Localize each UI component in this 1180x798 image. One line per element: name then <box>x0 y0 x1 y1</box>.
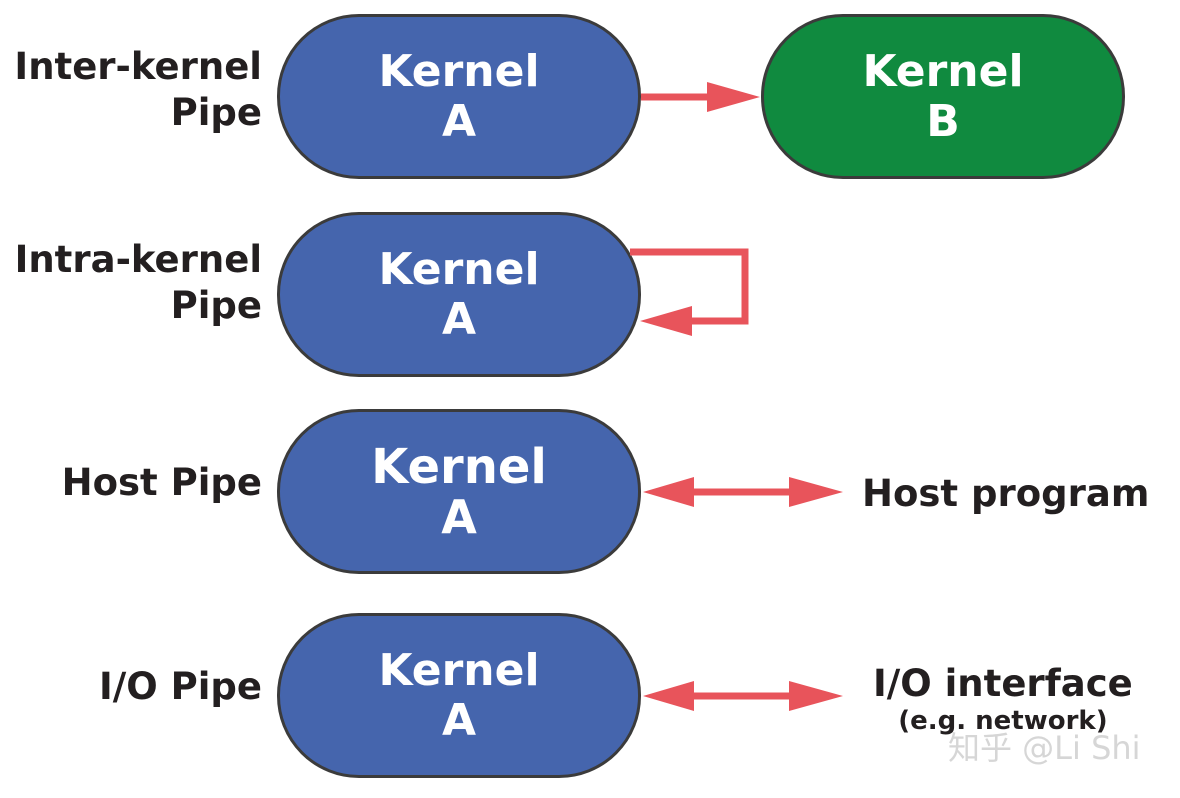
kernel-b-node: Kernel B <box>761 14 1125 179</box>
kernel-letter: A <box>441 95 477 147</box>
kernel-name: Kernel <box>862 45 1024 97</box>
kernel-name: Kernel <box>378 243 540 295</box>
kernel-letter: A <box>441 489 477 544</box>
row-label-line1: Host Pipe <box>61 461 262 504</box>
kernel-a-node: Kernel A <box>277 212 641 377</box>
endpoint-sublabel: (e.g. network) <box>898 706 1108 736</box>
kernel-name: Kernel <box>371 438 547 495</box>
row-label-line1: Inter-kernel <box>14 45 262 88</box>
kernel-letter: A <box>441 293 477 345</box>
endpoint-label: I/O interface <box>873 662 1133 705</box>
kernel-a-node: Kernel A <box>277 409 641 574</box>
pipe-arrow-intra-kernel-loop <box>630 248 749 336</box>
row-label-inter-kernel-pipe: Inter-kernel Pipe <box>14 44 262 136</box>
row-label-line1: I/O Pipe <box>99 665 262 708</box>
kernel-name: Kernel <box>378 644 540 696</box>
row-label-intra-kernel-pipe: Intra-kernel Pipe <box>15 237 262 329</box>
pipe-arrow-host-bidirectional <box>643 477 843 507</box>
endpoint-label: Host program <box>862 472 1150 515</box>
row-label-host-pipe: Host Pipe <box>62 460 262 506</box>
row-label-line1: Intra-kernel <box>14 238 262 281</box>
kernel-letter: A <box>441 694 477 746</box>
watermark-text: 知乎 @Li Shi <box>948 729 1141 767</box>
pipe-arrow-io-bidirectional <box>643 681 843 711</box>
kernel-a-node: Kernel A <box>277 14 641 179</box>
kernel-a-node: Kernel A <box>277 613 641 778</box>
io-interface-endpoint: I/O interface (e.g. network) <box>873 662 1133 736</box>
row-label-io-pipe: I/O Pipe <box>99 664 262 710</box>
row-label-line2: Pipe <box>170 284 262 327</box>
kernel-letter: B <box>926 95 960 147</box>
row-label-line2: Pipe <box>170 91 262 134</box>
host-program-endpoint: Host program <box>862 472 1149 516</box>
kernel-name: Kernel <box>378 45 540 97</box>
pipe-arrow-inter-kernel <box>641 82 760 112</box>
